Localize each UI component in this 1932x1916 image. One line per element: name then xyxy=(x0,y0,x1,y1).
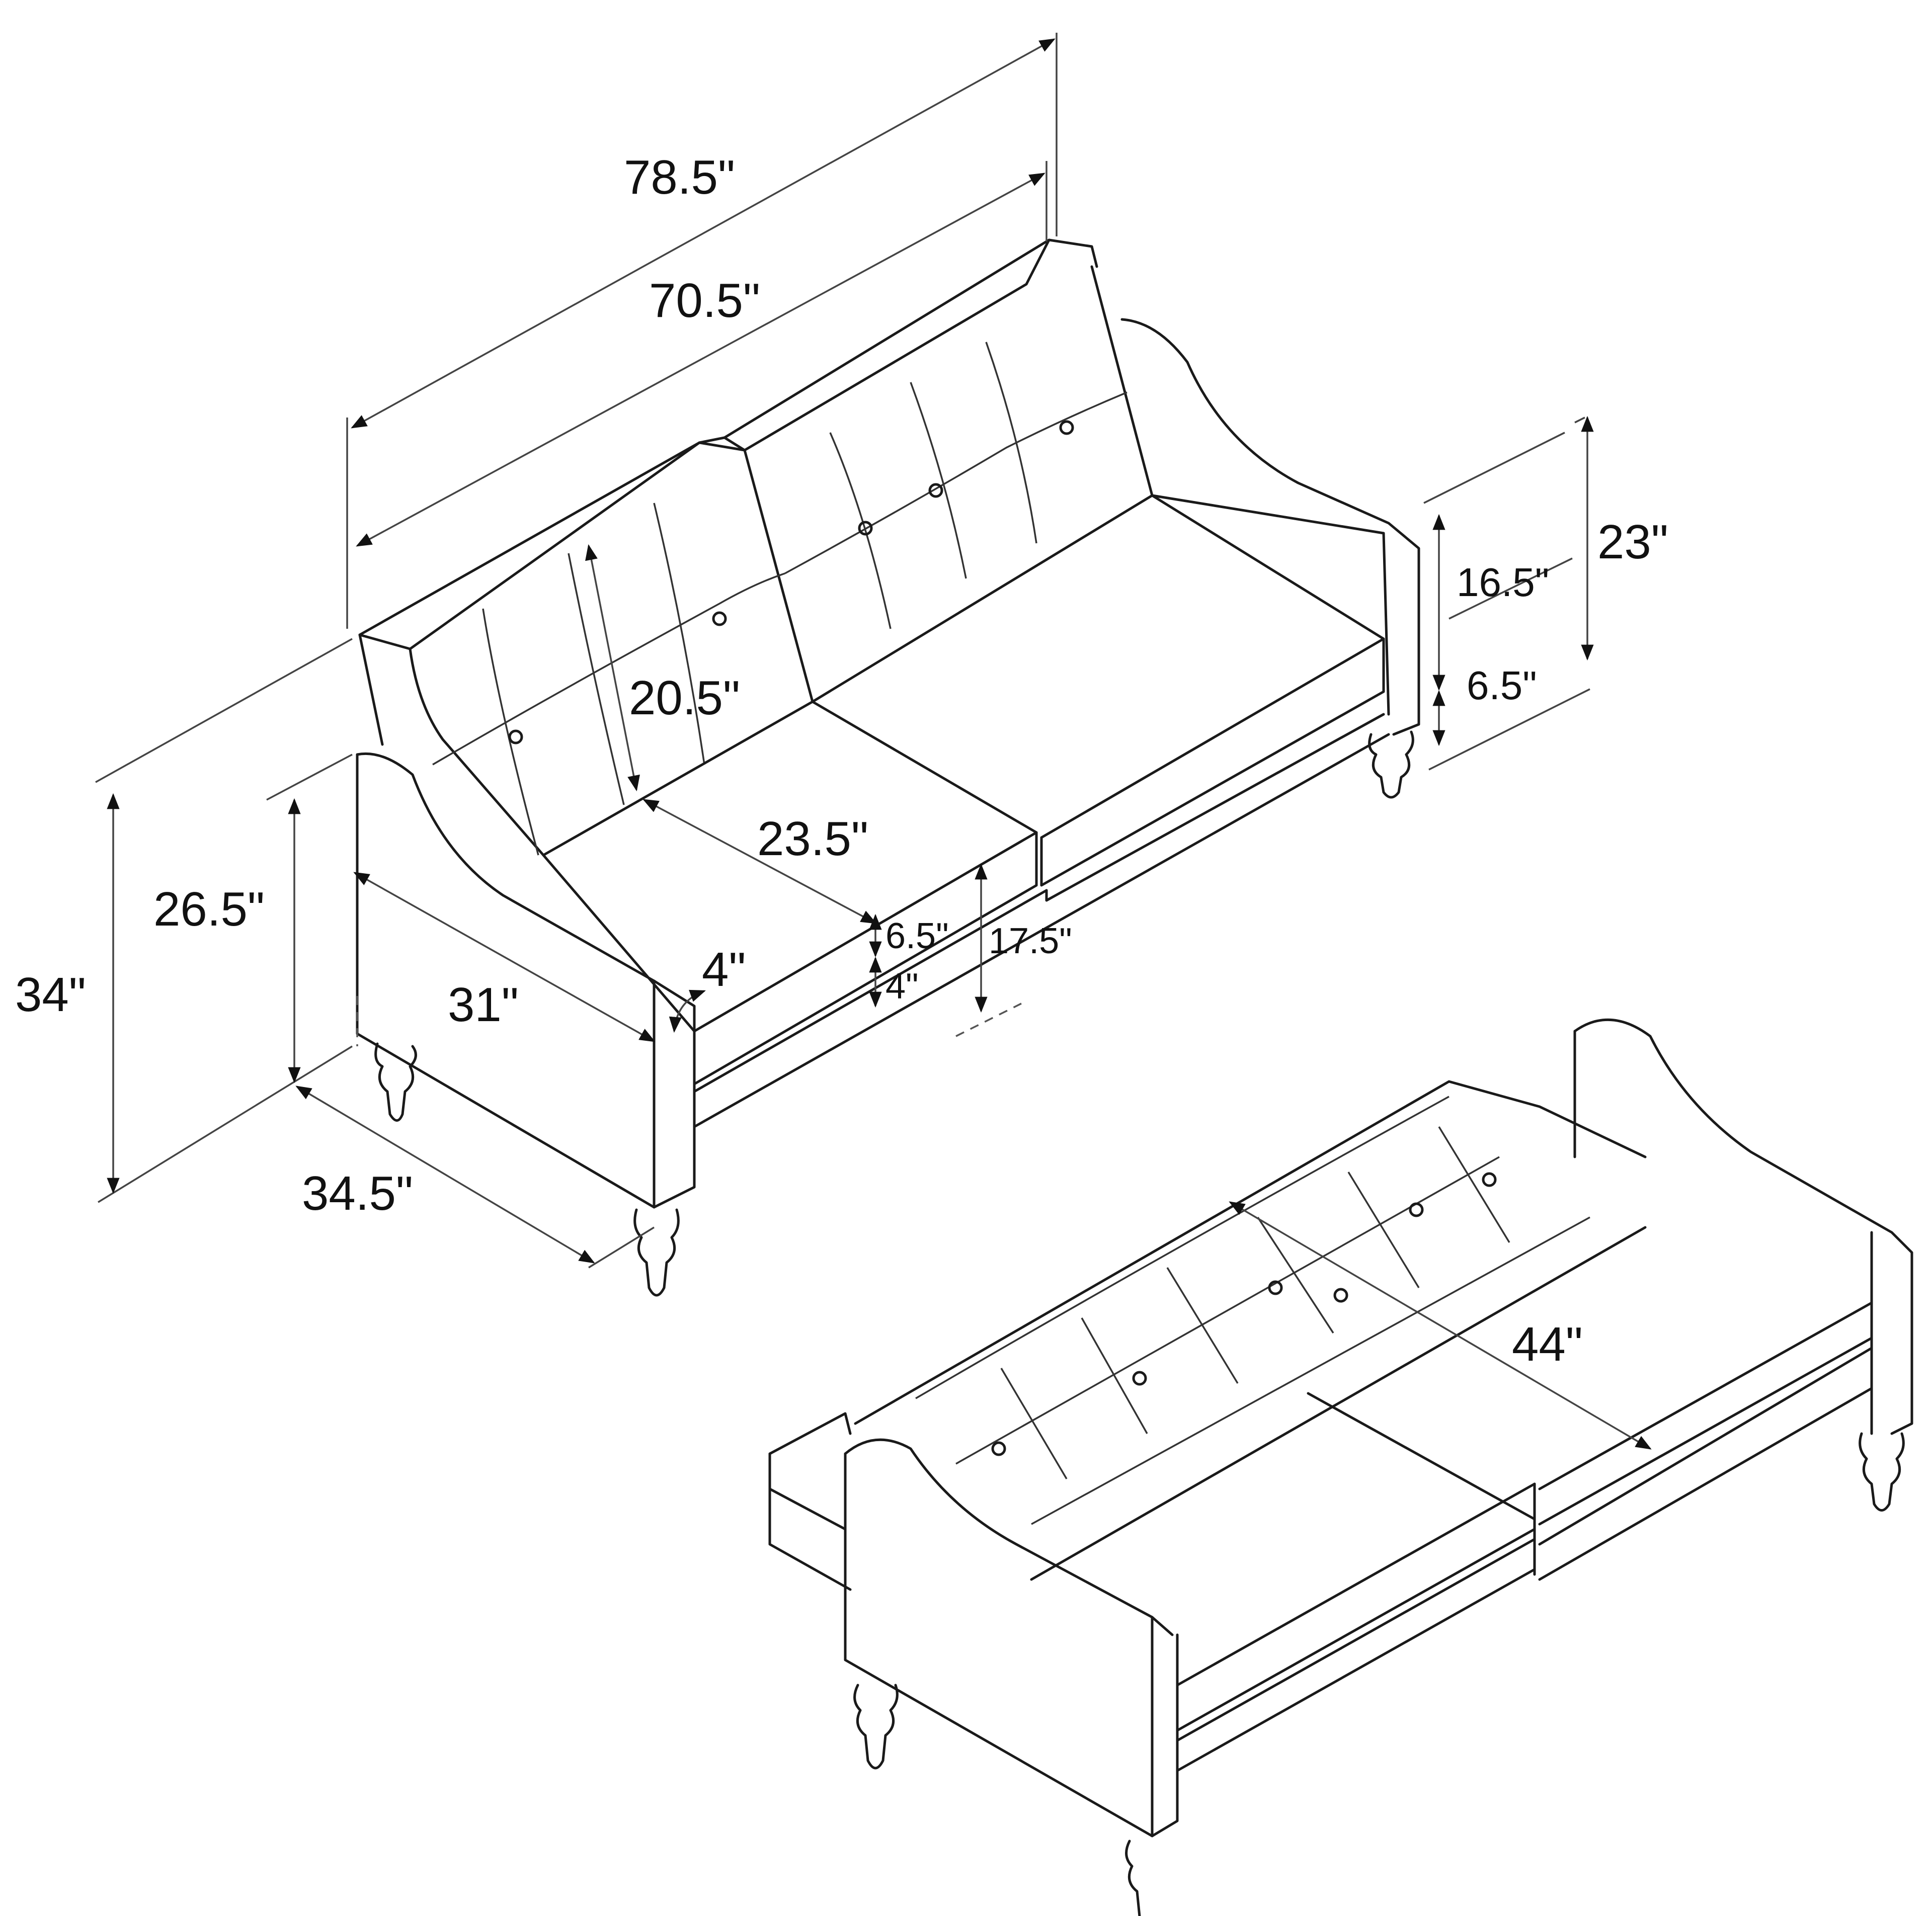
label-arm-height: 26.5" xyxy=(153,882,265,936)
label-overall-width: 78.5" xyxy=(624,150,735,204)
label-arm-upper-height: 16.5" xyxy=(1457,560,1549,605)
label-overall-depth: 34.5" xyxy=(302,1167,413,1220)
label-seat-cushion-thickness: 6.5" xyxy=(886,916,949,956)
label-arm-depth: 31" xyxy=(448,978,519,1032)
label-leg-height: 6.5" xyxy=(1467,663,1537,708)
flat-bed-drawing xyxy=(768,1018,1913,1916)
label-seat-depth: 23.5" xyxy=(757,812,868,866)
label-arm-width: 4" xyxy=(702,943,746,996)
label-arm-total-height: 23" xyxy=(1597,515,1668,569)
label-seat-base-thickness: 4" xyxy=(886,966,919,1007)
label-back-height: 20.5" xyxy=(629,671,740,725)
label-seat-height: 17.5" xyxy=(989,921,1072,961)
label-overall-height: 34" xyxy=(15,968,86,1022)
upright-sofa-drawing xyxy=(356,238,1420,1297)
label-bed-depth: 44" xyxy=(1512,1317,1583,1371)
label-seat-width: 70.5" xyxy=(649,274,760,327)
bed-dimension-lines xyxy=(1229,1201,1652,1450)
upright-dimension-lines xyxy=(95,33,1594,1269)
